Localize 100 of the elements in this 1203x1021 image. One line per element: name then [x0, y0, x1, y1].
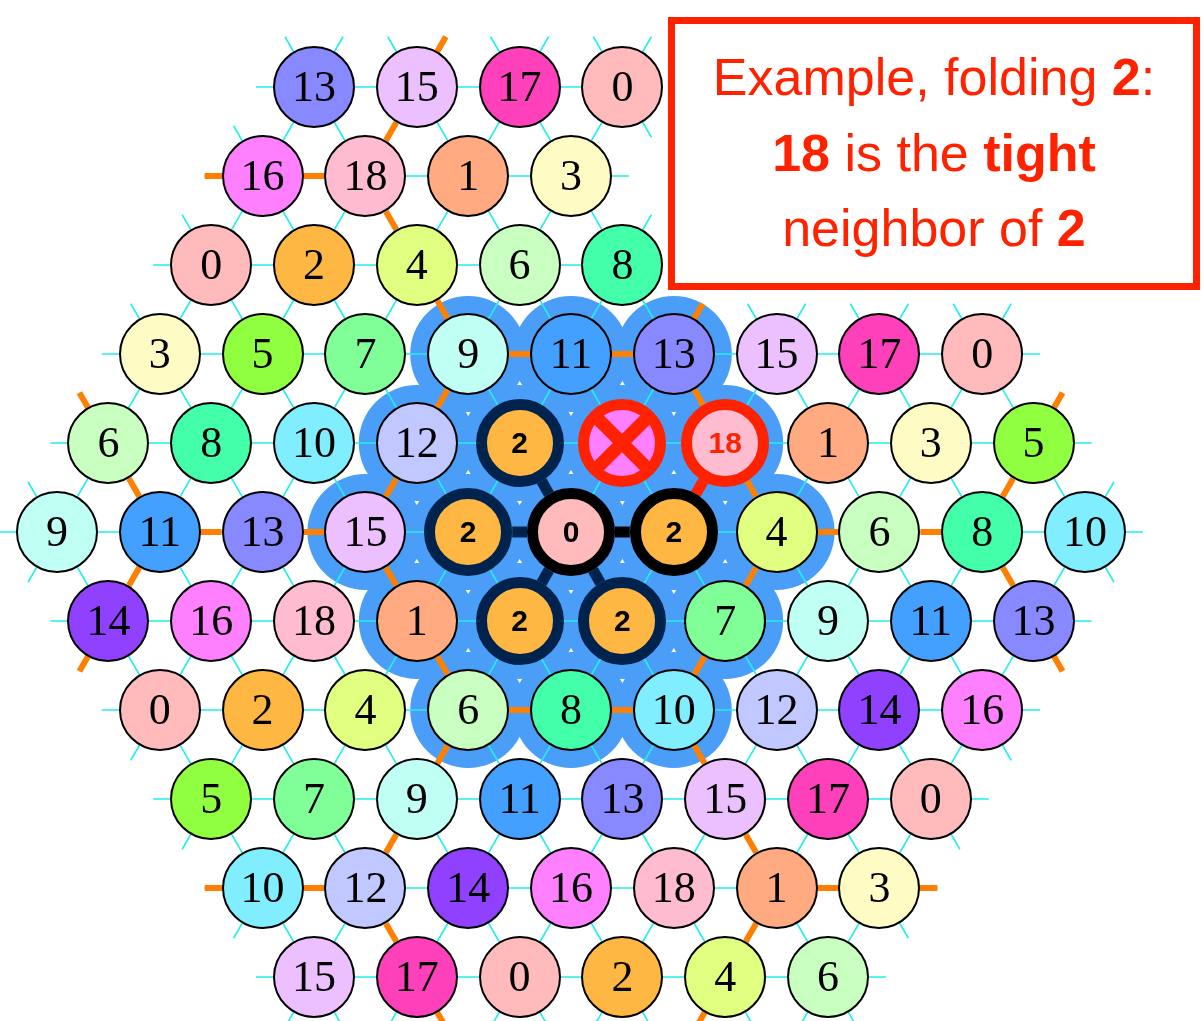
- node-number: 13: [292, 65, 336, 109]
- connector-line: [434, 744, 451, 765]
- node-number: 18: [343, 154, 388, 198]
- node-number: 18: [292, 599, 336, 643]
- node-number: 15: [292, 955, 336, 999]
- node-number: 9: [46, 510, 68, 554]
- node-number: 12: [394, 421, 439, 465]
- node-number: 14: [857, 688, 902, 732]
- node-number: 10: [1063, 510, 1107, 554]
- node-number: 7: [354, 332, 377, 376]
- connector-line: [1000, 566, 1016, 587]
- node-number: 15: [394, 65, 439, 109]
- node-number: 16: [240, 154, 285, 198]
- node-number: 4: [405, 243, 428, 287]
- connector-line: [383, 210, 399, 231]
- node-number: 0: [971, 332, 994, 376]
- node-number: 5: [251, 332, 274, 376]
- node-number: 18: [651, 866, 696, 910]
- node-number: 2: [511, 606, 528, 636]
- connector-line: [303, 173, 325, 179]
- connector-line: [691, 744, 708, 765]
- connector-line: [383, 922, 399, 943]
- connector-line: [434, 655, 451, 676]
- connector-line: [817, 529, 839, 535]
- node-number: 15: [754, 332, 799, 376]
- connector-line: [383, 121, 399, 142]
- node-number: 11: [549, 332, 593, 376]
- connector-line: [615, 526, 630, 538]
- node-number: 1: [457, 154, 480, 198]
- connector-line: [512, 526, 527, 538]
- node-number: 11: [498, 777, 541, 821]
- node-number: 14: [446, 866, 491, 910]
- connector-line: [383, 566, 399, 587]
- connector-line: [920, 529, 942, 535]
- connector-line: [509, 707, 530, 713]
- node-number: 9: [457, 332, 480, 376]
- node-number: 2: [665, 517, 683, 547]
- node-number: 0: [508, 955, 531, 999]
- node-number: 17: [394, 955, 439, 999]
- node-number: 14: [86, 599, 131, 643]
- node-number: 2: [511, 428, 528, 458]
- node-number: 5: [200, 777, 223, 821]
- node-number: 3: [868, 866, 891, 910]
- callout-box: [668, 17, 1200, 290]
- connector-line: [743, 566, 759, 587]
- node-number: 3: [919, 421, 942, 465]
- connector-line: [588, 567, 606, 586]
- node-number: 8: [971, 510, 994, 554]
- node-number: 8: [560, 688, 582, 732]
- node-number: 0: [148, 688, 171, 732]
- node-number: 16: [960, 688, 1005, 732]
- connector-line: [126, 477, 142, 498]
- connector-line: [691, 388, 706, 407]
- connector-line: [434, 299, 451, 320]
- node-number: 7: [714, 599, 737, 643]
- connector-line: [126, 566, 142, 587]
- node-number: 2: [611, 955, 634, 999]
- node-number: 6: [457, 688, 480, 732]
- node-number: 18: [708, 428, 742, 458]
- connector-line: [536, 567, 554, 586]
- node-number: 9: [405, 777, 428, 821]
- connector-line: [743, 922, 759, 943]
- node-number: 1: [405, 599, 428, 643]
- node-number: 12: [343, 866, 388, 910]
- node-number: 17: [806, 777, 850, 821]
- connector-line: [744, 479, 759, 498]
- node-number: 13: [600, 777, 645, 821]
- node-number: 2: [251, 688, 274, 732]
- node-number: 0: [562, 517, 580, 547]
- connector-line: [509, 351, 530, 357]
- node-number: 6: [97, 421, 120, 465]
- node-number: 4: [765, 510, 788, 554]
- node-number: 4: [714, 955, 737, 999]
- node-number: 10: [651, 688, 696, 732]
- node-number: 6: [868, 510, 891, 554]
- node-number: 6: [508, 243, 531, 287]
- node-number: 2: [614, 606, 631, 636]
- node-number: 15: [343, 510, 388, 554]
- node-number: 13: [240, 510, 285, 554]
- node-number: 0: [200, 243, 223, 287]
- node-number: 6: [817, 955, 839, 999]
- node-number: 10: [292, 421, 336, 465]
- connector-line: [817, 885, 839, 891]
- node-number: 7: [303, 777, 325, 821]
- node-number: 11: [909, 599, 952, 643]
- node-number: 9: [817, 599, 839, 643]
- node-number: 16: [189, 599, 234, 643]
- connector-line: [303, 529, 325, 535]
- node-number: 0: [919, 777, 942, 821]
- node-number: 3: [148, 332, 171, 376]
- node-number: 13: [1011, 599, 1056, 643]
- node-number: 8: [200, 421, 223, 465]
- connector-line: [612, 707, 633, 713]
- connector-line: [200, 529, 222, 535]
- node-number: 8: [611, 243, 634, 287]
- node-number: 16: [549, 866, 593, 910]
- node-number: 15: [703, 777, 748, 821]
- node-number: 1: [765, 866, 788, 910]
- node-number: 3: [560, 154, 582, 198]
- node-number: 1: [817, 421, 839, 465]
